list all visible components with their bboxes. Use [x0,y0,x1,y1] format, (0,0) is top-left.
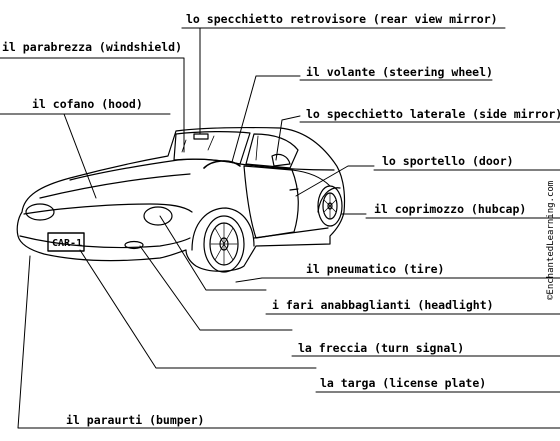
label-license-plate: la targa (license plate) [320,376,486,390]
label-rear-view-mirror: lo specchietto retrovisore (rear view mi… [186,12,498,26]
right-headlight-shape [144,207,172,225]
credit-text: ©EnchantedLearning.com [546,181,556,300]
steering-wheel-shape [204,161,240,168]
license-plate-shape: CAR-1 [48,233,84,251]
front-wheel [204,216,244,272]
rear-view-mirror-shape [194,134,208,139]
label-turn-signal: la freccia (turn signal) [298,341,464,355]
label-side-mirror: lo specchietto laterale (side mirror) [306,107,560,121]
label-windshield: il parabrezza (windshield) [2,40,182,54]
label-hood: il cofano (hood) [32,97,143,111]
label-headlight: i fari anabbaglianti (headlight) [272,298,494,312]
label-hubcap: il coprimozzo (hubcap) [374,202,526,216]
door-panel [244,166,330,238]
plate-text: CAR-1 [52,238,82,249]
label-door: lo sportello (door) [382,154,514,168]
label-steering-wheel: il volante (steering wheel) [306,65,493,79]
label-tire: il pneumatico (tire) [306,262,444,276]
label-bumper: il paraurti (bumper) [66,413,204,427]
rear-wheel [318,186,342,226]
leader-lines [0,28,374,428]
door-handle [290,189,298,190]
side-mirror-shape [272,154,290,166]
windshield-glass [174,132,250,164]
